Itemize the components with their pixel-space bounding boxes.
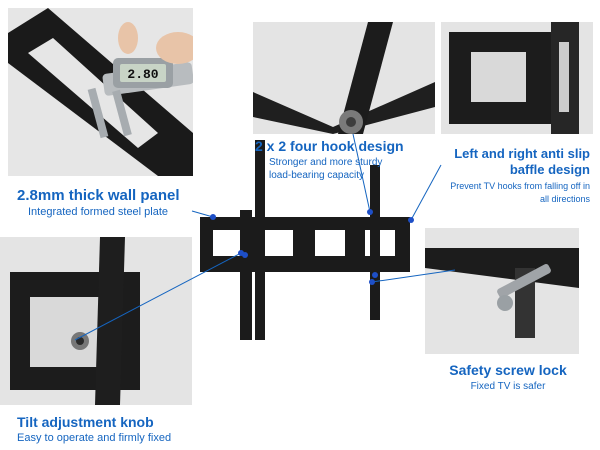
safety-lock-photo: [425, 228, 579, 354]
hook-subtitle: Stronger and more sturdy load-bearing ca…: [269, 157, 383, 181]
wall-panel-callout: 2.8mm thick wall panel Integrated formed…: [17, 188, 180, 219]
hook-callout: 2 x 2 four hook design Stronger and more…: [255, 138, 430, 182]
baffle-icon: [441, 22, 593, 134]
safety-lock-callout: Safety screw lock Fixed TV is safer: [448, 362, 568, 393]
anti-slip-photo: [441, 22, 593, 134]
bracket-icon: [200, 140, 410, 340]
tilt-knob-callout: Tilt adjustment knob Easy to operate and…: [17, 414, 171, 445]
tilt-knob-photo: [0, 237, 192, 405]
wall-panel-subtitle: Integrated formed steel plate: [28, 206, 169, 218]
hook-plate-icon: [253, 22, 435, 134]
tilt-knob-title: Tilt adjustment knob: [17, 414, 154, 430]
anti-slip-callout: Left and right anti slip baffle design P…: [445, 146, 590, 206]
caliper-icon: 2.80: [8, 8, 193, 176]
wall-panel-photo: 2.80: [8, 8, 193, 176]
tilt-knob-subtitle: Easy to operate and firmly fixed: [17, 432, 172, 444]
hook-photo: [253, 22, 435, 134]
safety-lock-title: Safety screw lock: [449, 362, 567, 378]
knob-icon: [0, 237, 192, 405]
anti-slip-title: Left and right anti slip baffle design: [454, 146, 590, 177]
screw-icon: [425, 228, 579, 354]
anti-slip-subtitle: Prevent TV hooks from falling off in all…: [450, 181, 590, 204]
caliper-reading: 2.80: [127, 67, 158, 82]
safety-lock-subtitle: Fixed TV is safer: [470, 381, 546, 392]
hook-title: 2 x 2 four hook design: [255, 138, 404, 154]
wall-panel-title: 2.8mm thick wall panel: [17, 187, 180, 204]
